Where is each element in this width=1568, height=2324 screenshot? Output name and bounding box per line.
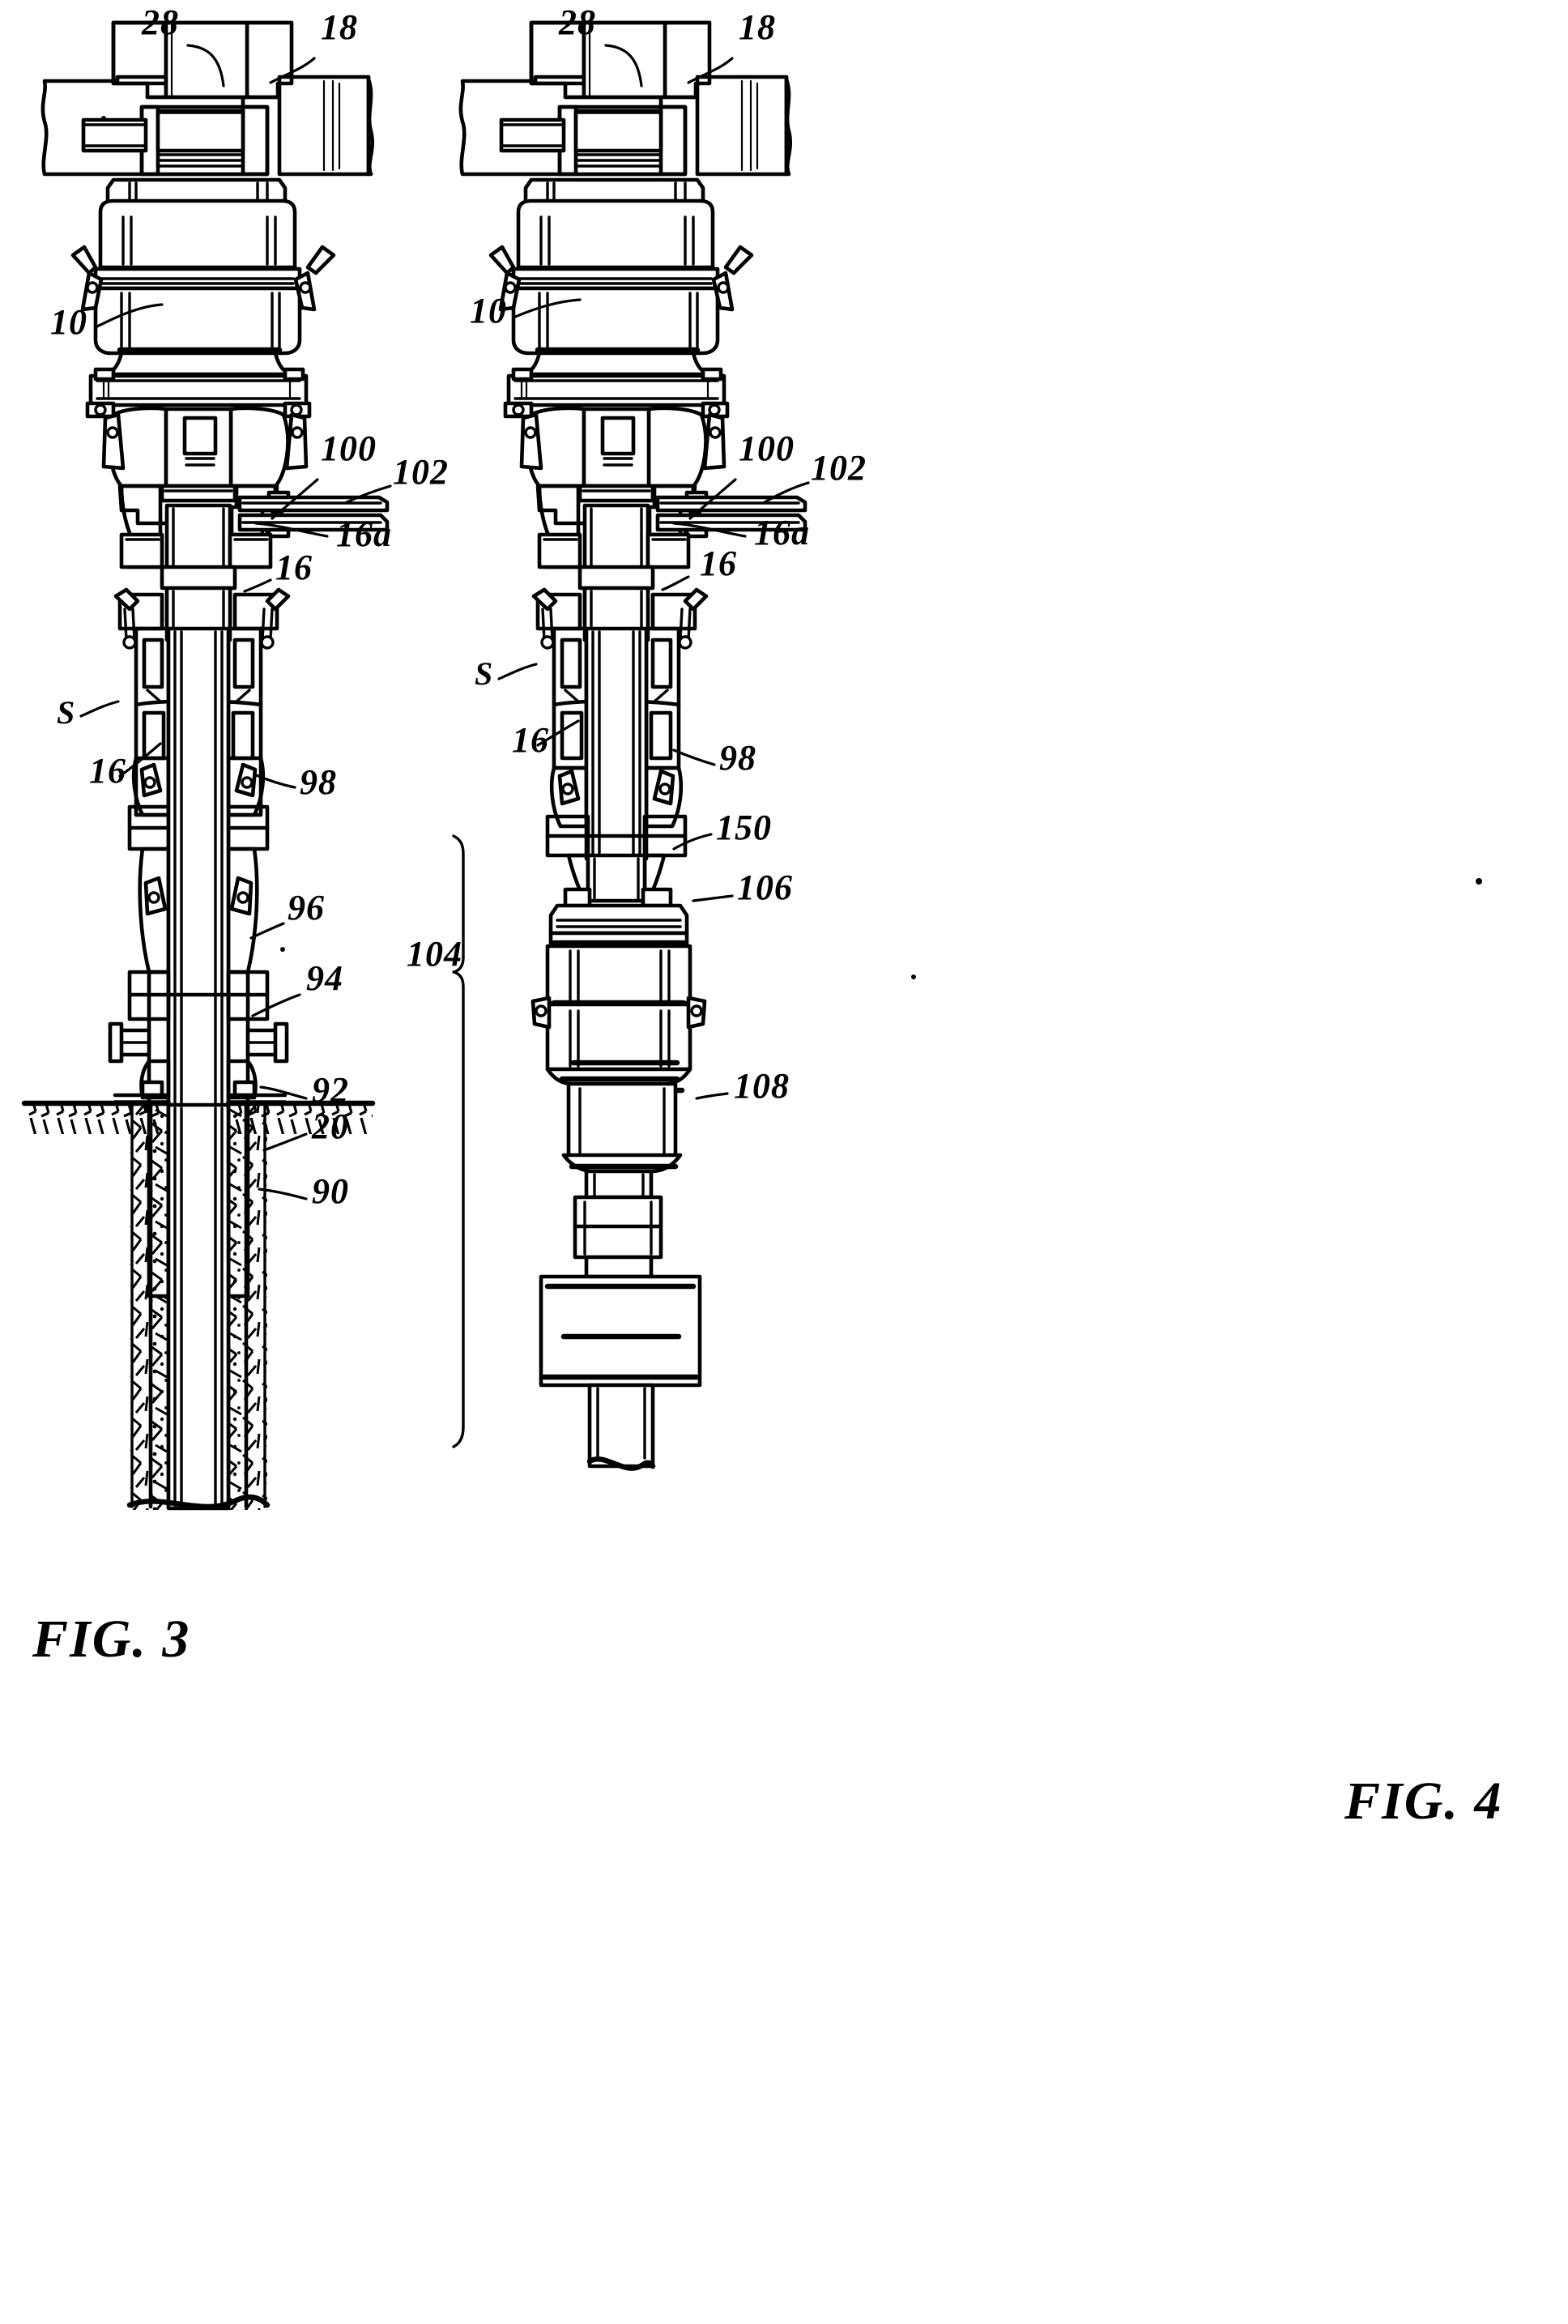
fig3-wellhead-94 <box>108 970 289 1103</box>
callout-100: 100 <box>739 429 795 468</box>
callout-98: 98 <box>300 762 337 802</box>
callout-96: 96 <box>288 888 325 927</box>
figure-3: 28 18 10 100 102 16a 16 S 16 98 96 94 92… <box>21 2 449 1669</box>
fig4-leaders <box>497 44 810 1100</box>
fig4-slip-housing <box>549 626 684 861</box>
scan-speck <box>101 116 106 121</box>
fig3-elevator-clamp <box>113 587 291 650</box>
callout-S: S <box>57 694 75 731</box>
callout-10: 10 <box>50 302 87 342</box>
callout-16-lower: 16 <box>512 720 549 760</box>
callout-16-upper: 16 <box>700 544 737 583</box>
callout-150: 150 <box>716 808 772 847</box>
fig4-running-tool-106 <box>530 903 707 1279</box>
callout-10: 10 <box>470 291 507 330</box>
callout-94: 94 <box>306 958 343 998</box>
callout-S: S <box>475 655 492 692</box>
callout-90: 90 <box>312 1171 349 1211</box>
callout-16a: 16a <box>754 513 810 552</box>
fig4-bottom-flange <box>545 814 688 908</box>
fig3-ground-section <box>21 1100 376 1511</box>
callout-28: 28 <box>141 2 179 42</box>
scan-speck <box>280 947 285 952</box>
callout-28: 28 <box>558 2 596 42</box>
callout-98: 98 <box>719 738 756 778</box>
callout-16-upper: 16 <box>275 548 313 587</box>
figure-4: 28 18 10 100 102 16a 16 S 16 98 150 106 … <box>407 2 1502 1831</box>
fig4-elevator-clamp <box>531 587 709 650</box>
callout-104: 104 <box>407 934 462 974</box>
callout-92: 92 <box>312 1070 349 1110</box>
callout-108: 108 <box>734 1066 790 1106</box>
figure-3-caption: FIG. 3 <box>32 1610 190 1669</box>
scan-speck <box>911 974 916 979</box>
callout-20: 20 <box>311 1107 349 1146</box>
callout-16a: 16a <box>336 514 392 554</box>
fig4-adapter-108 <box>539 1274 702 1471</box>
callout-18: 18 <box>321 7 358 47</box>
figure-4-caption: FIG. 4 <box>1344 1772 1502 1831</box>
callout-16-lower: 16 <box>89 751 126 791</box>
callout-106: 106 <box>737 868 793 907</box>
scan-speck <box>1476 878 1482 885</box>
callout-18: 18 <box>739 7 776 47</box>
callout-102: 102 <box>811 448 867 488</box>
callout-100: 100 <box>321 429 377 468</box>
callout-102: 102 <box>393 452 449 492</box>
fig3-leaders <box>79 44 392 1200</box>
fig4-bracket-104 <box>452 834 465 1448</box>
